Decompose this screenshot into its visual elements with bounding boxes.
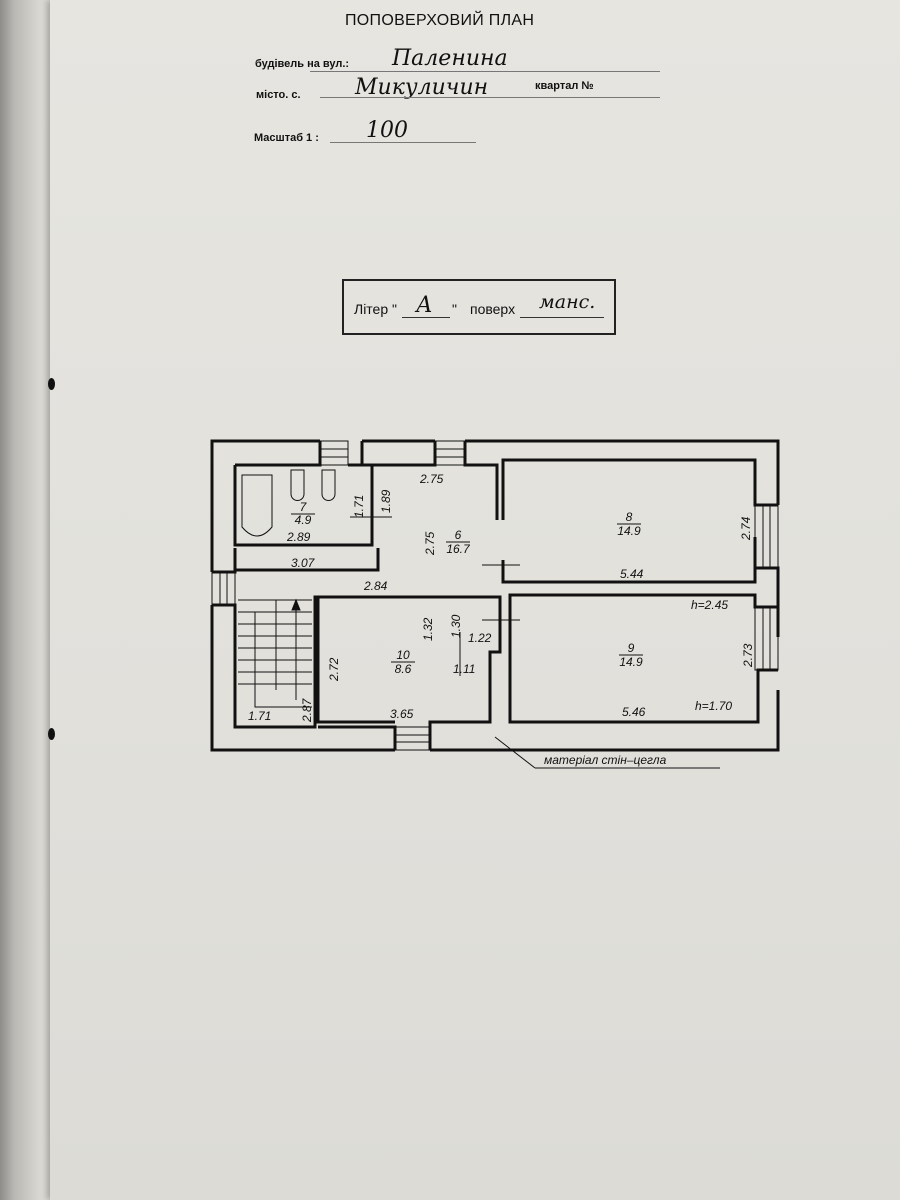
- room-10-number: 10: [396, 648, 410, 662]
- dim-label: 3.07: [291, 556, 316, 570]
- liter-label: Літер ": [354, 301, 397, 317]
- dim-label: 1.11: [453, 662, 475, 676]
- room-6-number: 6: [455, 528, 462, 542]
- dim-label: h=2.45: [691, 598, 728, 612]
- fixtures: [241, 469, 520, 676]
- room-9-number: 9: [628, 641, 635, 655]
- scale-value: 100: [366, 118, 408, 143]
- city-underline: [320, 97, 660, 98]
- scale-label: Масштаб 1 :: [254, 132, 319, 144]
- street-value: Паленина: [392, 46, 508, 71]
- binder-hole: [48, 728, 55, 740]
- dimensions: 2.75 1.71 1.89 2.89 2.75 3.07 2.84 1.32 …: [248, 472, 755, 723]
- city-value: Микуличин: [355, 75, 489, 100]
- floor-value: манс.: [539, 291, 596, 313]
- dim-label: 1.30: [449, 614, 463, 638]
- bathtub-icon: [241, 474, 273, 537]
- liter-quote: ": [452, 301, 457, 317]
- dim-label: 1.89: [379, 489, 393, 513]
- dim-label: 1.71: [248, 709, 271, 723]
- street-label: будівель на вул.:: [255, 58, 350, 70]
- staircase: [238, 598, 312, 708]
- dim-label: 2.75: [419, 472, 444, 486]
- dim-label: 2.89: [286, 530, 311, 544]
- dim-label: 1.32: [421, 617, 435, 641]
- room-9-area: 14.9: [619, 655, 643, 669]
- material-note: матеріал стін–цегла: [544, 753, 667, 767]
- dim-label: 3.65: [390, 707, 414, 721]
- document-sheet: [50, 0, 900, 1200]
- room-8-area: 14.9: [617, 524, 641, 538]
- room-8-number: 8: [626, 510, 633, 524]
- liter-value: А: [416, 293, 433, 318]
- sink-icon: [321, 469, 336, 501]
- windows: [211, 440, 779, 751]
- liter-floor-box: Літер " А " поверх манс.: [342, 279, 616, 335]
- dim-label: 1.22: [468, 631, 492, 645]
- dim-label: 2.73: [741, 643, 755, 668]
- floor-label: поверх: [470, 301, 516, 317]
- dim-label: 2.75: [423, 531, 437, 556]
- walls: [210, 439, 780, 752]
- page-title: ПОПОВЕРХОВИЙ ПЛАН: [345, 12, 535, 29]
- street-underline: [310, 71, 660, 72]
- dim-label: 2.87: [300, 697, 314, 723]
- dim-label: 2.72: [327, 657, 341, 682]
- dim-label: 2.84: [363, 579, 388, 593]
- room-7-number: 7: [300, 500, 308, 514]
- dim-label: 2.74: [739, 516, 753, 541]
- quarter-label: квартал №: [535, 80, 594, 92]
- room-6-area: 16.7: [446, 542, 471, 556]
- dim-label: 5.46: [622, 705, 646, 719]
- scale-underline: [330, 142, 476, 143]
- city-label: місто. с.: [256, 89, 301, 101]
- dim-label: 5.44: [620, 567, 644, 581]
- room-7-area: 4.9: [295, 513, 312, 527]
- dim-label: 1.71: [352, 495, 366, 518]
- toilet-icon: [290, 469, 305, 501]
- binder-hole: [48, 378, 55, 390]
- dim-label: h=1.70: [695, 699, 732, 713]
- room-10-area: 8.6: [395, 662, 412, 676]
